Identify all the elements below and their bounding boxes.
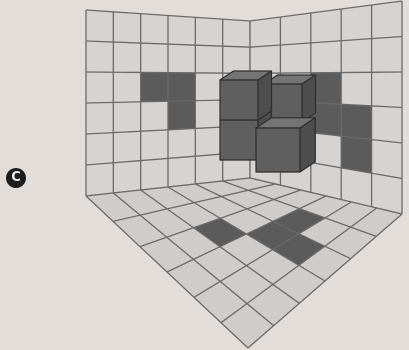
cube-stack	[220, 71, 316, 172]
left-wall-shaded-tile	[141, 72, 168, 101]
right-wall-shaded-tile	[341, 104, 371, 139]
left-wall-shaded-tile	[168, 101, 195, 130]
right-wall-shaded-tile	[341, 136, 371, 173]
cube-front-right-side	[300, 118, 315, 172]
cube-back-upper-side	[302, 75, 316, 122]
cube-left-lower-front	[220, 120, 258, 160]
cube-left-upper-front	[220, 80, 258, 120]
floor-background	[86, 178, 402, 348]
option-badge: C	[6, 168, 26, 188]
cube-front-right-front	[256, 128, 300, 172]
floor-grid	[86, 178, 402, 348]
left-wall-shaded-tile	[168, 73, 195, 102]
cube-left-upper-side	[258, 71, 272, 120]
